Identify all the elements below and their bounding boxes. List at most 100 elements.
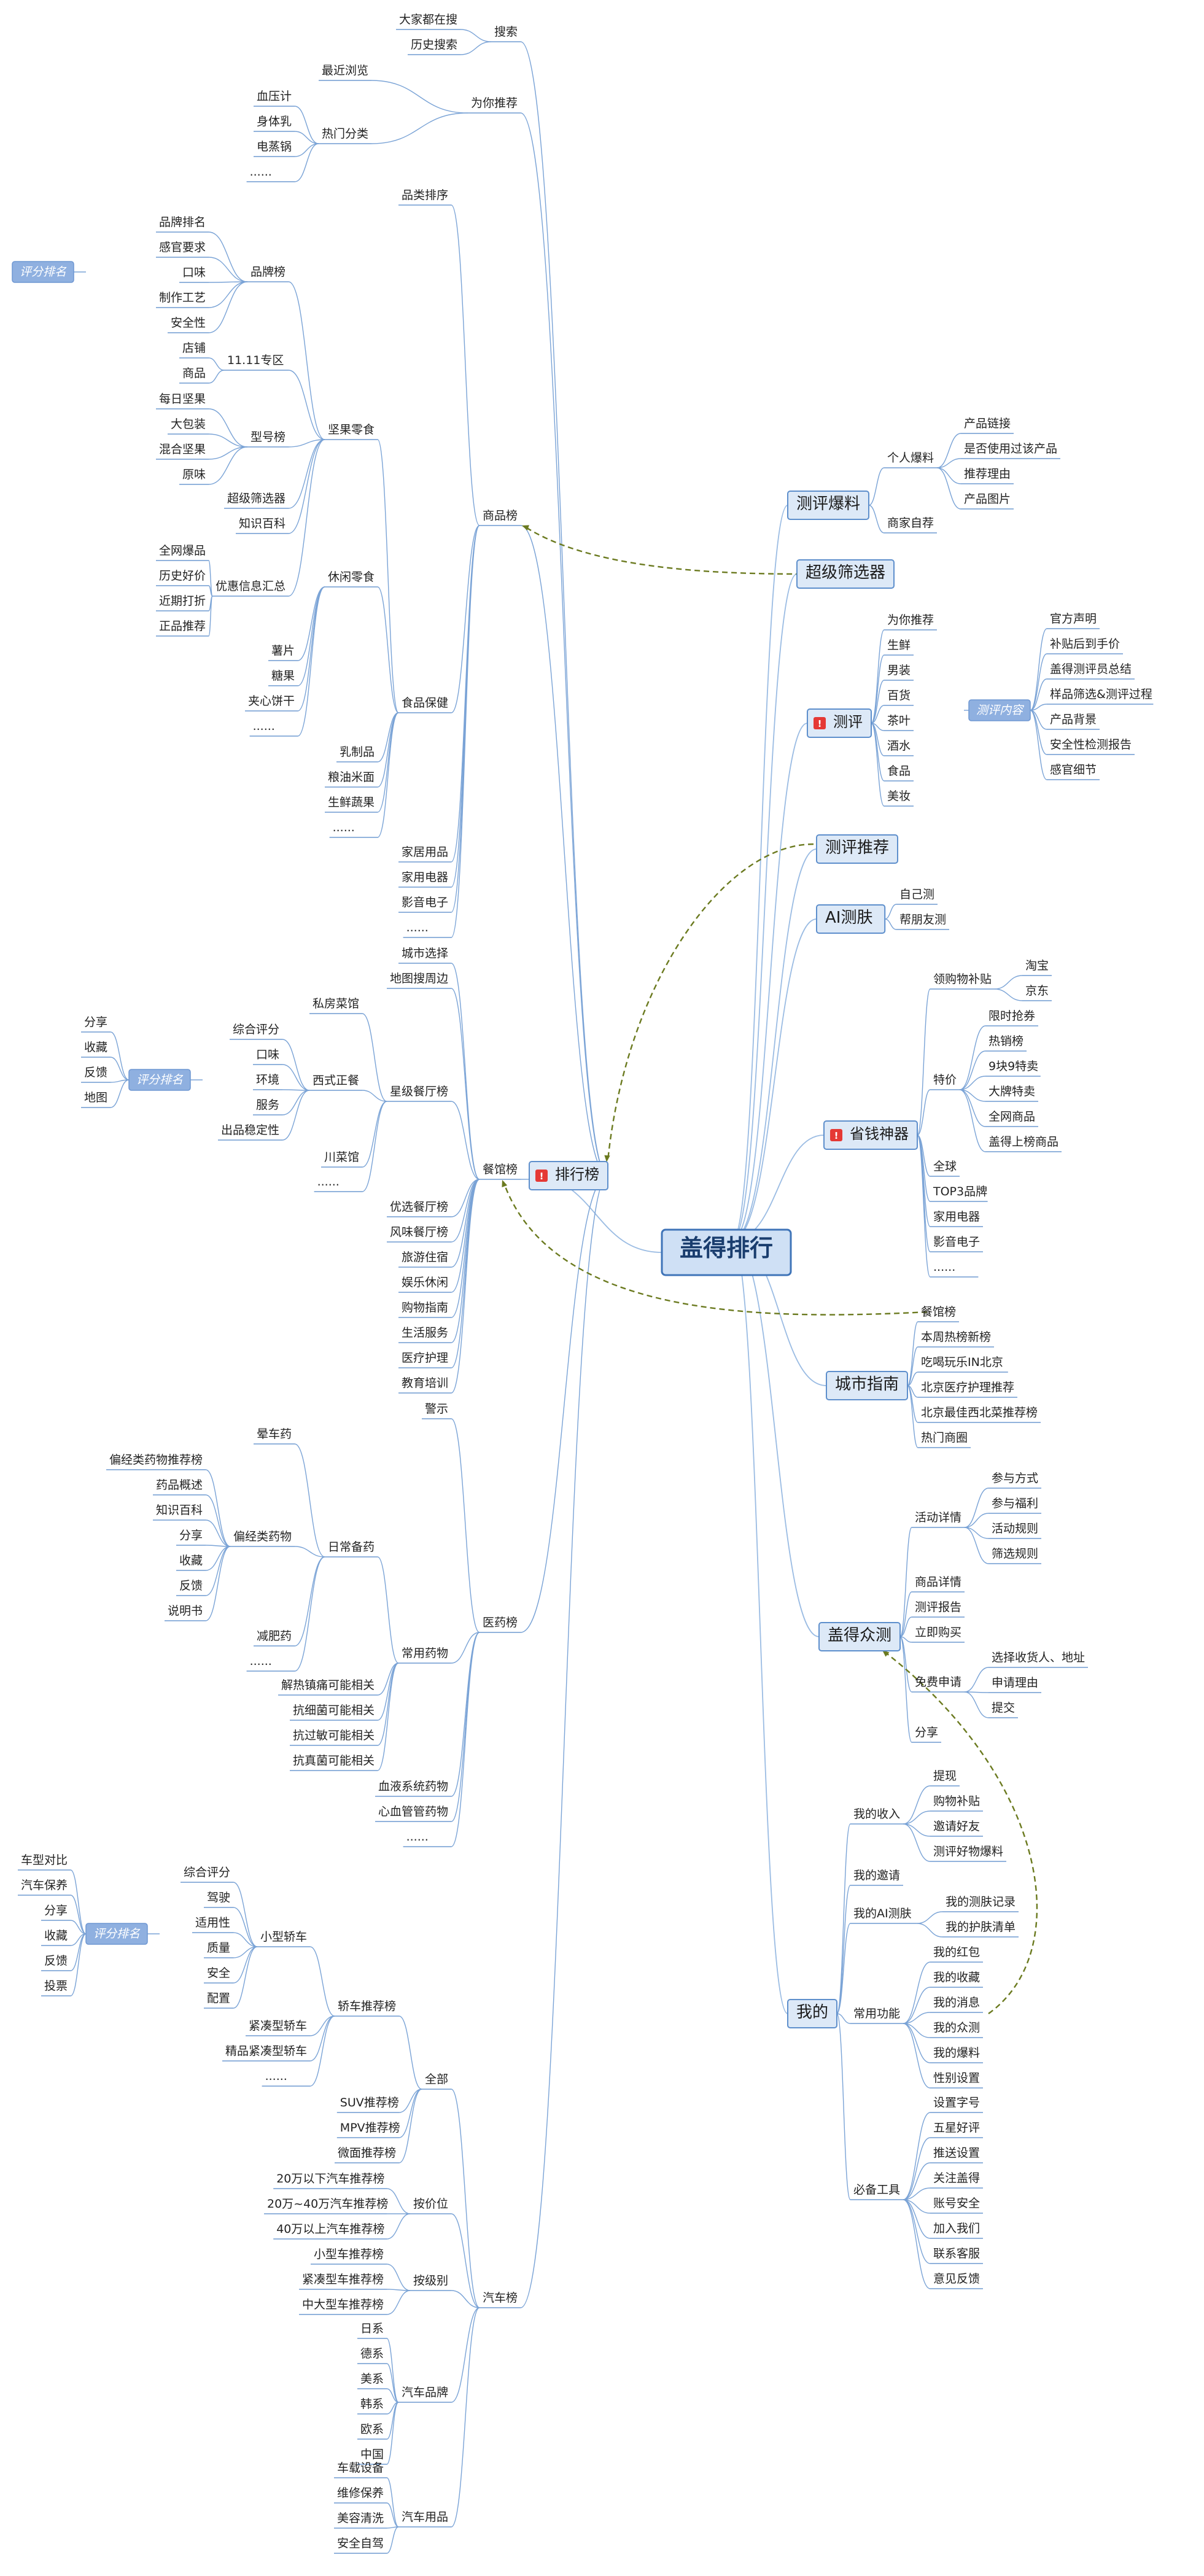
node-减肥药: 减肥药 [257,1629,292,1643]
node-反馈: 反馈 [84,1066,107,1079]
node-质量: 质量 [207,1941,230,1955]
node-dots: ...... [265,2070,287,2083]
branch-line [903,2187,931,2200]
node-筛选规则: 筛选规则 [992,1547,1038,1561]
node-测评报告: 测评报告 [915,1600,961,1614]
node-超级筛选器: 超级筛选器 [227,492,285,505]
node-电蒸锅: 电蒸锅 [257,140,292,153]
node-常用功能: 常用功能 [853,2007,900,2020]
branch-line [732,918,817,1241]
floating-topic-box [12,261,74,283]
node-反馈: 反馈 [44,1954,68,1968]
branch-line [70,1869,87,1934]
alert-badge-icon [535,1170,548,1182]
relationship-line [607,843,814,1161]
branch-line [377,1556,399,1664]
branch-line [899,1636,912,1643]
node-购物补贴: 购物补贴 [933,1794,980,1808]
node-TOP3品牌: TOP3品牌 [933,1185,987,1198]
branch-line [836,1885,851,2014]
branch-line [233,1882,258,1947]
branch-line [386,2290,411,2315]
node-MPV推荐榜: MPV推荐榜 [340,2121,400,2135]
node-是否使用过该产品: 是否使用过该产品 [964,442,1057,456]
node-城市选择: 城市选择 [402,947,448,960]
node-精品紧凑型轿车: 精品紧凑型轿车 [225,2044,307,2058]
branch-line [371,112,468,144]
branch-line [903,2199,931,2289]
node-历史搜索: 历史搜索 [411,38,457,52]
node-中国: 中国 [360,2448,384,2461]
node-配置: 配置 [207,1992,230,2005]
branch-line [294,1443,325,1558]
node-吃喝玩乐IN北京: 吃喝玩乐IN北京 [921,1356,1003,1369]
node-身体乳: 身体乳 [257,115,292,128]
node-安全性检测报告: 安全性检测报告 [1050,738,1132,751]
branch-line [451,1179,480,1394]
branch-line [233,1932,258,1947]
relationship-arrowhead-icon [604,1155,610,1162]
node-汽车用品: 汽车用品 [402,2510,448,2524]
node-大包装: 大包装 [171,417,206,431]
node-西式正餐: 西式正餐 [313,1074,359,1087]
branch-line [903,1823,931,1862]
node-抗细菌可能相关: 抗细菌可能相关 [293,1704,375,1717]
node-安全自驾: 安全自驾 [337,2537,384,2550]
branch-line [520,1175,608,2308]
node-关注盖得: 关注盖得 [933,2171,980,2185]
branch-line [871,723,885,807]
node-分享: 分享 [915,1726,938,1739]
branch-line [208,446,248,485]
branch-line [205,1519,231,1547]
branch-line [936,433,961,468]
node-历史好价: 历史好价 [159,569,206,583]
node-偏经类药物: 偏经类药物 [233,1530,292,1543]
node-最近浏览: 最近浏览 [322,64,368,77]
node-dots: ...... [253,720,275,733]
topic-box-测评 [807,708,872,738]
node-20万以下汽车推荐榜: 20万以下汽车推荐榜 [276,2172,384,2186]
node-设置字号: 设置字号 [933,2096,980,2109]
node-为你推荐: 为你推荐 [887,613,934,627]
topic-box-省钱神器 [823,1120,918,1150]
branch-line [520,525,608,1176]
branch-line [386,2526,399,2554]
node-口味: 口味 [256,1048,279,1061]
main-topic-超级筛选器: 超级筛选器 [806,564,885,582]
node-美系: 美系 [360,2372,384,2386]
node-自己测: 自己测 [899,888,934,901]
branch-line [208,281,248,333]
node-淘宝: 淘宝 [1025,959,1049,972]
branch-line [903,1961,931,2024]
branch-line [1030,678,1047,711]
branch-line [994,988,1023,1001]
branch-line [871,705,885,724]
node-感官细节: 感官细节 [1050,763,1097,777]
branch-line [233,1946,258,2009]
branch-line [964,1691,989,1693]
branch-line [70,1920,87,1934]
branch-line [377,439,399,713]
node-原味: 原味 [182,468,206,481]
node-茶叶: 茶叶 [887,714,911,727]
branch-line [362,1090,387,1102]
node-晕车药: 晕车药 [257,1427,292,1441]
branch-line [917,1911,943,1924]
node-正品推荐: 正品推荐 [159,619,206,633]
branch-line [903,2137,931,2200]
node-夹心饼干: 夹心饼干 [248,694,295,708]
branch-line [297,586,325,686]
node-知识百科: 知识百科 [156,1503,203,1517]
node-参与福利: 参与福利 [992,1497,1038,1510]
branch-line [294,106,319,144]
node-加入我们: 加入我们 [933,2222,980,2235]
node-紧凑型车推荐榜: 紧凑型车推荐榜 [302,2273,384,2286]
node-食品: 食品 [887,764,911,778]
branch-line [377,712,399,813]
node-紧凑型轿车: 紧凑型轿车 [249,2019,307,2033]
branch-line [208,257,248,282]
node-家用电器: 家用电器 [402,871,448,884]
connector-lines [12,29,1047,2554]
node-说明书: 说明书 [168,1604,203,1618]
floating-topic-box [968,699,1031,721]
